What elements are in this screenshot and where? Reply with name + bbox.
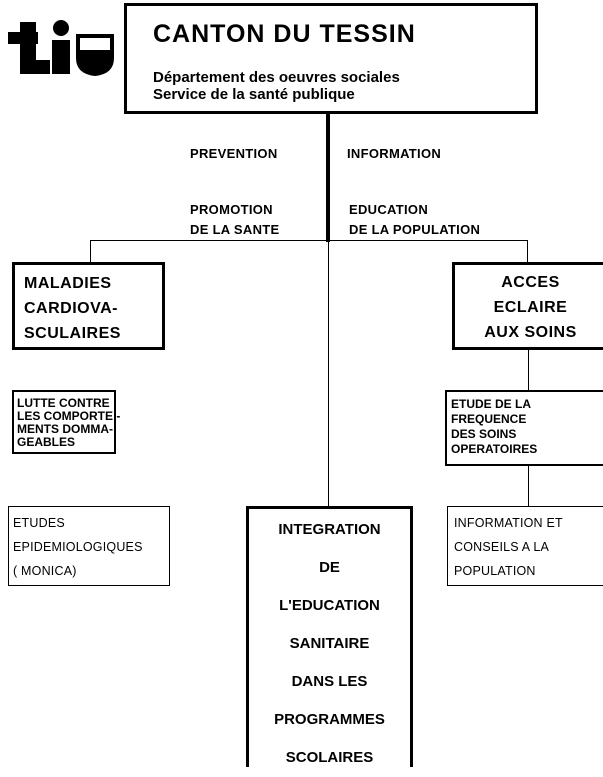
right-heading-line: AUX SOINS <box>484 324 577 341</box>
ticino-logo-icon <box>8 20 114 76</box>
left-heading-box: MALADIES CARDIOVA- SCULAIRES <box>12 262 165 350</box>
right-branch-drop <box>527 240 528 262</box>
right-plain-line: INFORMATION ET <box>454 516 563 530</box>
center-line: PROGRAMMES <box>274 711 385 728</box>
header-title: CANTON DU TESSIN <box>153 20 416 48</box>
right-plain-line: POPULATION <box>454 564 536 578</box>
left-heading-line: CARDIOVA- <box>24 300 118 317</box>
logo <box>6 20 116 76</box>
header-service: Service de la santé publique <box>153 86 355 103</box>
center-stem-line <box>328 240 329 506</box>
left-sub-line: LUTTE CONTRE <box>17 396 110 410</box>
left-heading-line: SCULAIRES <box>24 325 121 342</box>
right-plain-line: CONSEILS A LA <box>454 540 550 554</box>
right-heading-box: ACCES ECLAIRE AUX SOINS <box>452 262 603 350</box>
left-sub-box: LUTTE CONTRE LES COMPORTE - MENTS DOMMA-… <box>12 390 120 454</box>
right-sub-box: ETUDE DE LA FREQUENCE DES SOINS OPERATOI… <box>445 390 603 466</box>
left-sub-line: GEABLES <box>17 435 76 449</box>
left-plain-line: EPIDEMIOLOGIQUES <box>13 540 143 554</box>
right-sub-line: FREQUENCE <box>451 412 527 426</box>
center-line: L'EDUCATION <box>279 597 380 614</box>
right-heading-line: ACCES <box>501 274 560 291</box>
center-line: INTEGRATION <box>278 521 381 538</box>
label-promotion: PROMOTION DE LA SANTE <box>190 202 280 237</box>
left-branch-drop <box>90 240 91 262</box>
left-plain-box: ETUDES EPIDEMIOLOGIQUES ( MONICA) <box>8 506 170 586</box>
trunk-line <box>326 114 330 242</box>
left-plain-line: ( MONICA) <box>13 564 77 578</box>
right-sub-line: OPERATOIRES <box>451 442 538 456</box>
left-sub-line: LES COMPORTE - <box>17 409 121 423</box>
center-box: INTEGRATION DE L'EDUCATION SANITAIRE DAN… <box>246 506 413 767</box>
center-line: SCOLAIRES <box>285 749 374 766</box>
label-prevention: PREVENTION <box>190 146 278 161</box>
right-connector-1 <box>528 350 529 390</box>
center-line: DANS LES <box>291 673 368 690</box>
center-line: SANITAIRE <box>289 635 370 652</box>
right-sub-line: DES SOINS <box>451 427 517 441</box>
label-information: INFORMATION <box>347 146 442 161</box>
left-plain-line: ETUDES <box>13 516 65 530</box>
label-education: EDUCATION DE LA POPULATION <box>349 202 481 237</box>
right-sub-line: ETUDE DE LA <box>451 397 532 411</box>
center-line: DE <box>319 559 340 576</box>
branch-line <box>90 240 528 241</box>
right-heading-line: ECLAIRE <box>493 299 568 316</box>
right-plain-box: INFORMATION ET CONSEILS A LA POPULATION <box>447 506 603 586</box>
header-box: CANTON DU TESSIN Département des oeuvres… <box>124 3 538 114</box>
header-department: Département des oeuvres sociales <box>153 69 400 86</box>
left-heading-line: MALADIES <box>24 275 112 292</box>
left-sub-line: MENTS DOMMA- <box>17 422 113 436</box>
right-connector-2 <box>528 466 529 506</box>
